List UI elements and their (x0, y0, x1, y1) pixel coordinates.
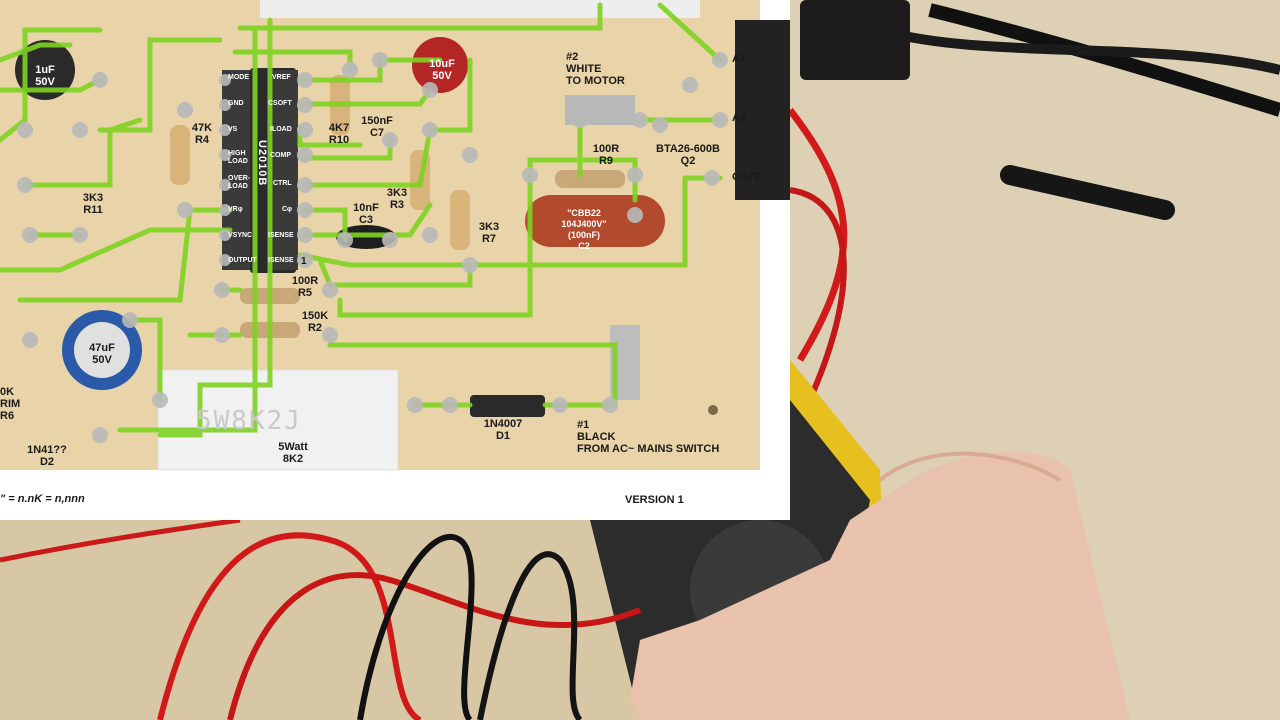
ic-pin-cphi: Cφ (282, 206, 293, 213)
ic-pin-mode: MODE (228, 74, 249, 81)
pad-1-label: 1 (301, 256, 307, 267)
r4-label: 47K R4 (191, 122, 213, 146)
ic-pin-vref: VREF (272, 74, 291, 81)
value-notation-note: " = n.nK = n,nnn (0, 493, 85, 505)
r11-label: 3K3 R11 (82, 192, 104, 216)
ic-pin-vs: VS (228, 126, 238, 133)
r2-label: 150K R2 (301, 310, 329, 334)
ic-pin-comp: COMP (270, 152, 291, 159)
r3-label: 3K3 R3 (386, 187, 408, 211)
r7-label: 3K3 R7 (478, 221, 500, 245)
ic-pin-output: OUTPUT (228, 257, 257, 264)
version-label: VERSION 1 (625, 494, 684, 506)
c7-label: 150nF C7 (361, 115, 393, 139)
ic-pin-csoft: CSOFT (268, 100, 292, 107)
ic-pin-vrphi: VRφ (228, 206, 243, 213)
r6-label: 0K RIM R6 (0, 386, 21, 422)
ic-pin-iload: ILOAD (270, 126, 292, 133)
r10-label: 4K7 R10 (328, 122, 350, 146)
ic-pin-isense-2: ISENSE (268, 257, 294, 264)
ic-part-label: U2010B (256, 140, 268, 187)
terminal-gate-label: GATE (732, 171, 762, 183)
c3-label: 10nF C3 (353, 202, 379, 226)
ic-pin-vsync: VSYNC (228, 232, 253, 239)
q2-label: BTA26-600B Q2 (656, 143, 720, 167)
cap-47uf-label: 47uF 50V (89, 342, 115, 366)
ic-pin-isense-1: ISENSE (268, 232, 294, 239)
ic-pin-gnd: GND (228, 100, 244, 107)
r9-label: 100R R9 (592, 143, 620, 167)
wire-1-label: #1 BLACK FROM AC~ MAINS SWITCH (577, 419, 720, 455)
r5-label: 100R R5 (291, 275, 319, 299)
wire-2-label: #2 WHITE TO MOTOR (566, 51, 625, 87)
cap-1uf-label: 1uF 50V (35, 64, 55, 88)
cap-10uf-label: 10uF 50V (429, 58, 455, 82)
ic-pin-ctrl: CTRL (273, 180, 292, 187)
terminal-a2-label: A2 (732, 112, 747, 124)
d1-label: 1N4007 D1 (483, 418, 523, 442)
ic-pin-high-load: HIGH LOAD (228, 150, 248, 165)
terminal-a1-label: A1 (732, 53, 747, 65)
c2-label: "CBB22 104J400V" (100nF) C2 (561, 208, 607, 251)
d2-label: 1N41?? D2 (27, 444, 67, 468)
r8-printed-marking: 5W8K2J (196, 406, 302, 436)
r8-label: 5Watt 8K2 (278, 441, 308, 465)
ic-pin-over-load: OVER- LOAD (228, 175, 251, 190)
